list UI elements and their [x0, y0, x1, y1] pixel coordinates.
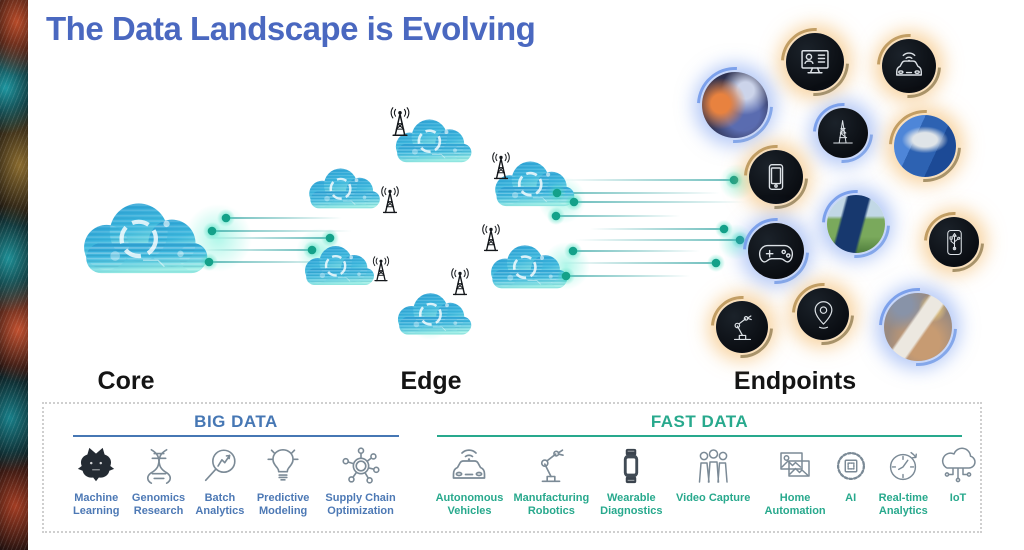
- core-cloud: [84, 204, 207, 274]
- endpoint-location-pin: [797, 288, 849, 340]
- big-data-heading: BIG DATA: [194, 412, 278, 431]
- edge-cloud: [398, 293, 471, 334]
- usb-device-icon: [946, 229, 962, 255]
- brain-icon: [75, 442, 117, 490]
- security-camera-photo: [894, 115, 956, 177]
- connected-car-icon: [896, 52, 922, 76]
- data-streams: [200, 179, 745, 277]
- photos-icon: [773, 442, 817, 490]
- teal-glow-patches: [184, 164, 755, 340]
- fast-data-underline: [437, 435, 962, 437]
- game-controller-icon: [758, 244, 794, 263]
- endpoint-vr-headset: [702, 72, 768, 138]
- legend-item-real-time-analytics: Real-time Analytics: [869, 442, 938, 518]
- edge-label: Edge: [400, 367, 462, 395]
- vr-headset-photo: [702, 72, 768, 138]
- edge-cloud: [396, 120, 472, 163]
- legend-item-batch-analytics: Batch Analytics: [191, 442, 250, 518]
- cell-tower-icon: [380, 185, 400, 214]
- endpoint-robot-arm: [716, 301, 768, 353]
- lightbulb-icon: [262, 442, 304, 490]
- legend-item-genomics-research: Genomics Research: [126, 442, 190, 518]
- oil-derrick-icon: [833, 120, 853, 144]
- legend-panel: BIG DATA FAST DATA Machine Learning: [42, 402, 982, 533]
- legend-item-machine-learning: Machine Learning: [66, 442, 126, 518]
- location-pin-icon: [814, 300, 832, 329]
- fast-data-heading: FAST DATA: [650, 412, 749, 431]
- edge-cloud: [309, 169, 380, 209]
- cell-tower-icon: [491, 151, 511, 180]
- decorative-art-strip: [0, 0, 28, 550]
- mobile-phone-hands-photo: [884, 293, 952, 361]
- legend-item-video-capture: Video Capture: [669, 442, 758, 505]
- endpoint-smartphone: [749, 150, 803, 204]
- robot-arm-icon: [733, 314, 752, 340]
- cell-tower-icon: [450, 267, 470, 296]
- endpoints-label: Endpoints: [733, 367, 857, 395]
- stream-dots: [200, 171, 749, 285]
- endpoint-solar-panel: [827, 195, 885, 253]
- legend-item-autonomous-vehicles: Autonomous Vehicles: [430, 442, 509, 518]
- car-wifi-icon: [447, 442, 491, 490]
- endpoint-usb-device: [929, 217, 979, 267]
- endpoint-monitor-user: [786, 33, 844, 91]
- ai-chip-icon: [830, 442, 872, 490]
- big-data-items: Machine Learning Genomics Research: [66, 442, 404, 518]
- legend-item-home-automation: Home Automation: [758, 442, 833, 518]
- page-title: The Data Landscape is Evolving: [46, 10, 536, 47]
- legend-item-supply-chain-optimization: Supply Chain Optimization: [317, 442, 404, 518]
- clouds: [84, 120, 574, 335]
- network-hub-icon: [340, 442, 382, 490]
- endpoint-connected-car: [882, 39, 936, 93]
- robot-arm-icon: [530, 442, 572, 490]
- smartphone-icon: [768, 164, 784, 190]
- legend-item-manufacturing-robotics: Manufacturing Robotics: [509, 442, 594, 518]
- legend-item-predictive-modeling: Predictive Modeling: [249, 442, 317, 518]
- gauge-clock-icon: [882, 442, 924, 490]
- magnifier-chart-icon: [199, 442, 241, 490]
- endpoint-oil-derrick: [818, 108, 868, 158]
- endpoint-game-controller: [748, 223, 804, 279]
- people-icon: [691, 442, 735, 490]
- endpoint-security-camera: [894, 115, 956, 177]
- cell-tower-icon: [372, 255, 390, 282]
- monitor-user-icon: [801, 50, 829, 74]
- big-data-underline: [73, 435, 399, 437]
- endpoint-mobile-phone-hands: [884, 293, 952, 361]
- fast-data-items: Autonomous Vehicles Manufacturing Roboti…: [430, 442, 978, 518]
- solar-panel-photo: [827, 195, 885, 253]
- legend-item-ai: AI: [833, 442, 869, 505]
- legend-item-wearable-diagnostics: Wearable Diagnostics: [594, 442, 669, 518]
- cell-tower-icon: [481, 223, 501, 252]
- core-label: Core: [97, 367, 155, 395]
- smartwatch-icon: [610, 442, 652, 490]
- cell-tower-icon: [390, 106, 410, 137]
- dna-icon: [138, 442, 180, 490]
- cloud-network-icon: [936, 442, 980, 490]
- legend-item-iot: IoT: [938, 442, 978, 505]
